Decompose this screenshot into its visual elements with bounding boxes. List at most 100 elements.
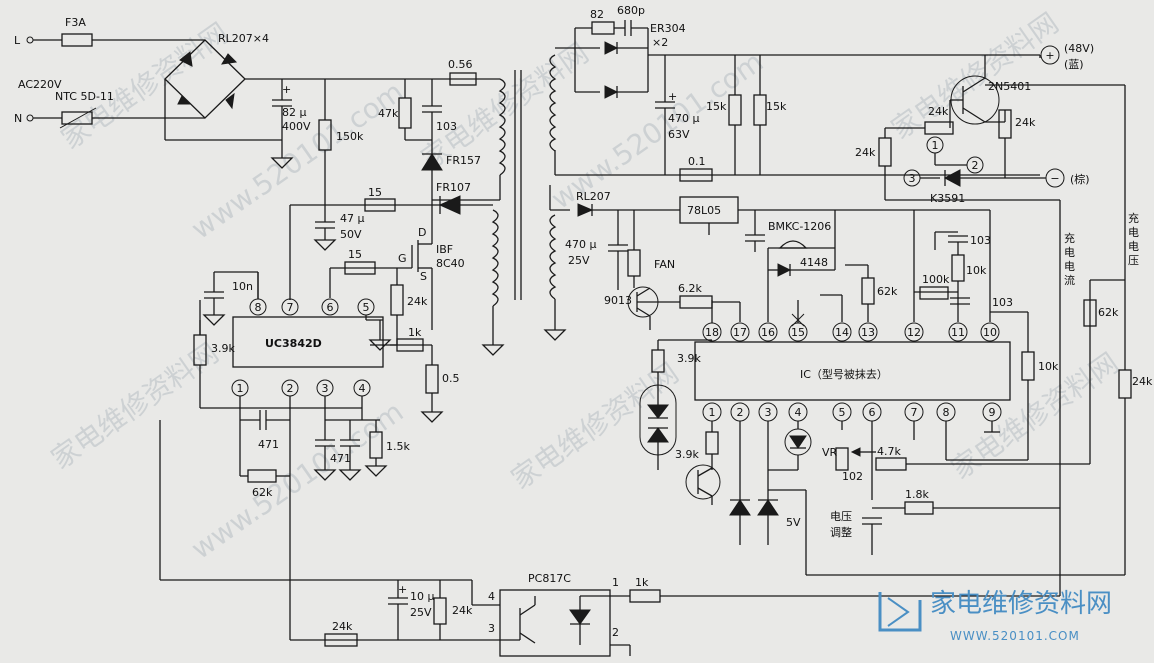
uc-pin: 4 xyxy=(359,382,366,395)
label-rl207: RL207 xyxy=(576,190,611,203)
ic-pin: 12 xyxy=(907,326,921,339)
label-c47v: 50V xyxy=(340,228,362,241)
label-bmkc: BMKC-1206 xyxy=(768,220,831,233)
label-q9013: 9013 xyxy=(604,294,632,307)
label-r15b: 15 xyxy=(348,248,362,261)
site-logo: 家电维修资料网 WWW.520101.COM xyxy=(878,589,1112,643)
label-brown: (棕) xyxy=(1070,172,1090,186)
mosfet: D G S IBF 8C40 15 24k 1k 0.5 xyxy=(329,200,465,423)
label-plus: + xyxy=(398,583,407,596)
label-r150k: 150k xyxy=(336,130,364,143)
label-r1kb: 1k xyxy=(635,576,649,589)
label-c470a: 470 μ xyxy=(668,112,700,125)
ic-pin: 5 xyxy=(839,406,846,419)
label-r39k: 3.9k xyxy=(211,342,235,355)
label-er304: ER304 xyxy=(650,22,686,35)
label-charge-i-2: 电 xyxy=(1064,246,1075,259)
secondary-48v: 82 680p ER304 ×2 + 470 μ 63V 0.1 15k xyxy=(549,4,1139,580)
label-minus: − xyxy=(1050,172,1059,185)
ic-pin: 10 xyxy=(983,326,997,339)
label-r24kb: 24k xyxy=(928,105,949,118)
label-r15kb: 15k xyxy=(766,100,787,113)
label-c103a: 103 xyxy=(436,120,457,133)
label-c470bv: 25V xyxy=(568,254,590,267)
secondary-5v: RL207 78L05 470 μ 25V FAN 9013 6.2k BMKC… xyxy=(543,185,1059,460)
label-c82v: 400V xyxy=(282,120,311,133)
label-fr107: FR107 xyxy=(436,181,471,194)
watermark-url: www.520101.com xyxy=(185,75,409,246)
label-vr102: 102 xyxy=(842,470,863,483)
label-pc817: PC817C xyxy=(528,572,571,585)
label-r62kc: 62k xyxy=(1098,306,1119,319)
ac-input: L N AC220V F3A NTC 5D-11 RL207×4 xyxy=(14,16,500,141)
label-ntc: NTC 5D-11 xyxy=(55,90,114,103)
label-charge-i-1: 充 xyxy=(1064,231,1075,245)
label-k3591: K3591 xyxy=(930,192,965,205)
optocoupler: PC817C 4 3 1 2 1k + 10 μ 25V 24k 24k xyxy=(159,420,1061,657)
label-pc1: 1 xyxy=(612,576,619,589)
ic-pin: 18 xyxy=(705,326,719,339)
label-c103c: 103 xyxy=(992,296,1013,309)
label-r24kc: 24k xyxy=(855,146,876,159)
logo-sub: WWW.520101.COM xyxy=(950,629,1080,643)
label-r01: 0.1 xyxy=(688,155,706,168)
label-N: N xyxy=(14,112,22,125)
label-f3a: F3A xyxy=(65,16,86,29)
primary-section: + 82 μ 400V 150k 47k 103 FR157 0.56 xyxy=(270,58,522,356)
node-1: 1 xyxy=(932,139,939,152)
label-x2: ×2 xyxy=(652,36,668,49)
ic-pin: 9 xyxy=(989,406,996,419)
label-r05: 0.5 xyxy=(442,372,460,385)
label-78l05: 78L05 xyxy=(687,204,721,217)
uc-pin: 1 xyxy=(237,382,244,395)
label-r24kf: 24k xyxy=(452,604,473,617)
label-r24ka: 24k xyxy=(407,295,428,308)
label-charge-i-3: 电 xyxy=(1064,260,1075,273)
label-c470av: 63V xyxy=(668,128,690,141)
label-c103b: 103 xyxy=(970,234,991,247)
label-charge-v-3: 电 xyxy=(1128,240,1139,253)
label-5v: 5V xyxy=(786,516,801,529)
uc-pin: 8 xyxy=(255,301,262,314)
ic-pin: 8 xyxy=(943,406,950,419)
ic-pin: 3 xyxy=(765,406,772,419)
label-r62k2: 6.2k xyxy=(678,282,702,295)
label-fan: FAN xyxy=(654,258,675,271)
label-r15: 15 xyxy=(368,186,382,199)
label-q2n5401: 2N5401 xyxy=(988,80,1031,93)
label-charge-v-1: 充 xyxy=(1128,211,1139,225)
label-c470b: 470 μ xyxy=(565,238,597,251)
ic-pin: 17 xyxy=(733,326,747,339)
uc-pin: 6 xyxy=(327,301,334,314)
ic-pins-top: 18 17 16 15 14 13 12 11 10 xyxy=(702,322,1000,342)
ic-pin: 16 xyxy=(761,326,775,339)
ic-pin: 4 xyxy=(795,406,802,419)
label-pc3: 3 xyxy=(488,622,495,635)
label-vadj: 电压 xyxy=(830,510,852,523)
uc-pin: 7 xyxy=(287,301,294,314)
label-r10kb: 10k xyxy=(1038,360,1059,373)
watermark-text: 家电维修资料网 xyxy=(945,346,1124,485)
label-r100k: 100k xyxy=(922,273,950,286)
ic-pin: 11 xyxy=(951,326,965,339)
label-charge-i-4: 流 xyxy=(1064,273,1075,287)
watermark-text: 家电维修资料网 xyxy=(55,16,234,155)
label-pc2: 2 xyxy=(612,626,619,639)
label-mos2: 8C40 xyxy=(436,257,465,270)
label-c47: 47 μ xyxy=(340,212,365,225)
label-r39kc: 3.9k xyxy=(675,448,699,461)
label-charge-v-4: 压 xyxy=(1128,254,1139,267)
uc3842-label: UC3842D xyxy=(265,337,322,350)
charger-ic: IC（型号被抹去） 18 17 16 15 14 13 12 11 10 1 2… xyxy=(639,279,1153,576)
label-48v: (48V) xyxy=(1064,42,1094,55)
label-r24ke: 24k xyxy=(1132,375,1153,388)
label-charge-v-2: 电 xyxy=(1128,226,1139,239)
label-fr157: FR157 xyxy=(446,154,481,167)
label-r15ka: 15k xyxy=(706,100,727,113)
uc-pin: 5 xyxy=(363,301,370,314)
ic-pin: 14 xyxy=(835,326,849,339)
label-c10u: 10 μ xyxy=(410,590,435,603)
label-r24kg: 24k xyxy=(332,620,353,633)
label-r056: 0.56 xyxy=(448,58,473,71)
